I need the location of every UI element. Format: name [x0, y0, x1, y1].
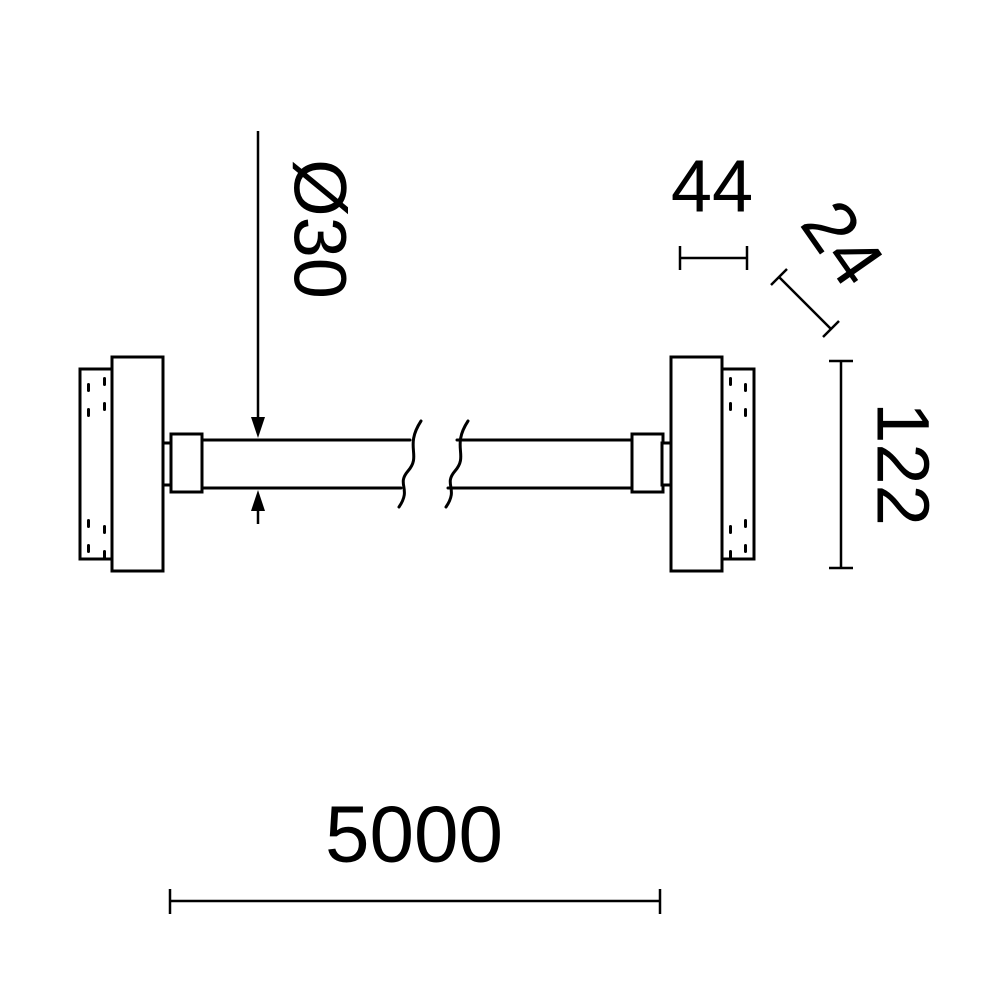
screw-slot [744, 544, 747, 553]
right-front-plate [669, 355, 724, 573]
screw-slot [744, 519, 747, 528]
screw-slot [103, 377, 106, 386]
screw-slot [87, 408, 90, 417]
dim-bracket-height: 122 [829, 359, 945, 570]
screw-slot [744, 383, 747, 392]
right-mounting-bracket [669, 355, 756, 573]
rod [200, 438, 635, 490]
dim-label-rod-diameter: Ø30 [279, 159, 362, 299]
left-front-plate [110, 355, 165, 573]
screw-slot [729, 402, 732, 411]
screw-slot [744, 408, 747, 417]
dim-bracket-width: 44 [671, 145, 753, 270]
dim-label-bracket-height: 122 [862, 402, 945, 525]
right-rod-clamp [630, 432, 673, 494]
dim-overall-length: 5000 [168, 790, 662, 914]
dim-label-bracket-width: 44 [671, 145, 753, 228]
arrowhead-down-icon [251, 417, 265, 438]
left-clamp-body [169, 432, 204, 494]
dim-label-overall-length: 5000 [325, 790, 503, 879]
left-mounting-bracket [78, 355, 165, 573]
screw-slot [87, 519, 90, 528]
screw-slot [729, 550, 732, 559]
screw-slot [729, 377, 732, 386]
break-curve-right [444, 419, 470, 509]
dim-label-bracket-depth: 24 [785, 185, 900, 300]
screw-slot [87, 544, 90, 553]
dim-rod-diameter: Ø30 [251, 131, 362, 524]
right-clamp-body [630, 432, 665, 494]
break-curve-left [397, 419, 423, 509]
dimension-line [778, 276, 832, 330]
screw-slot [87, 383, 90, 392]
screw-slot [103, 402, 106, 411]
dimension-tick [770, 268, 788, 286]
arrowhead-up-icon [251, 490, 265, 511]
left-rod-clamp [161, 432, 204, 494]
break-symbol [397, 419, 470, 509]
dimension-tick [822, 320, 840, 338]
screw-slot [103, 550, 106, 559]
screw-slot [103, 525, 106, 534]
screw-slot [729, 525, 732, 534]
dim-bracket-depth: 24 [770, 185, 901, 338]
